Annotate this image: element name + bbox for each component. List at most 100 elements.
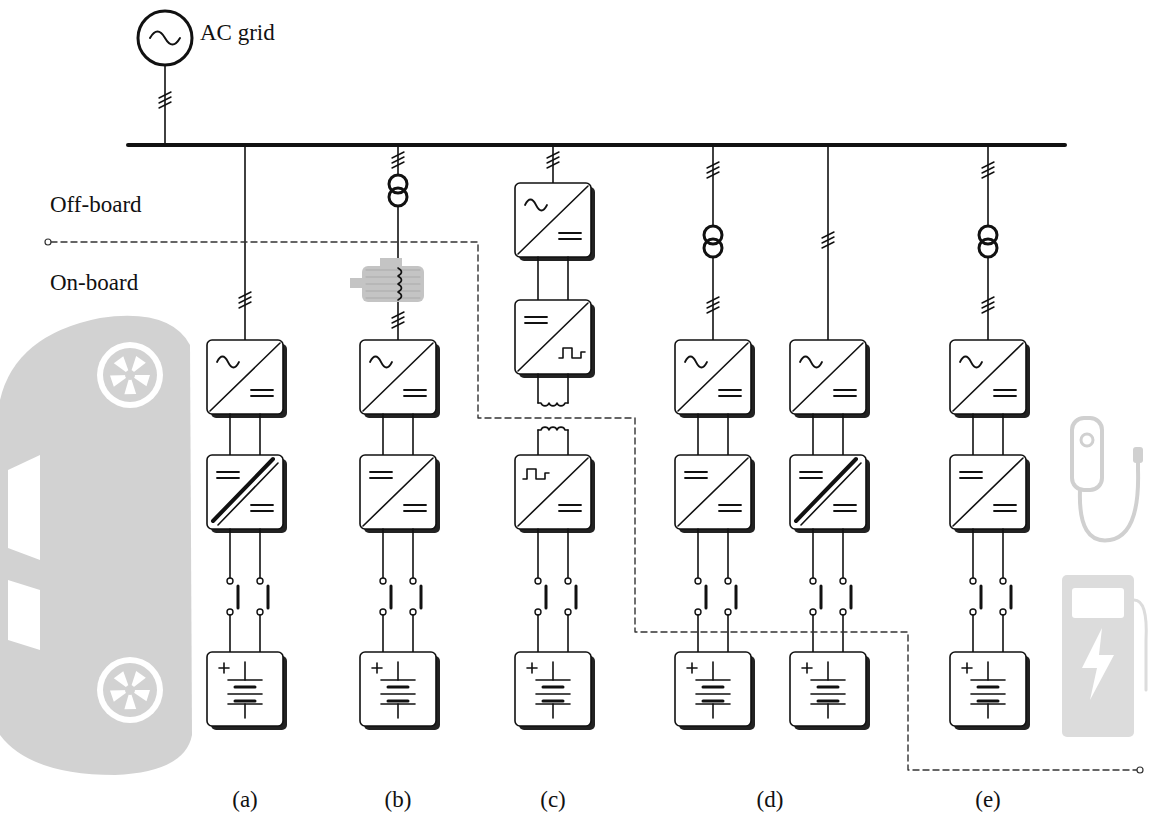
dc-symbol	[994, 389, 1016, 391]
car-wheel	[97, 342, 163, 408]
battery-symbol	[244, 704, 246, 718]
boundary-line	[51, 242, 1137, 770]
wire	[259, 615, 261, 652]
wire	[210, 343, 280, 411]
battery-symbol	[811, 679, 845, 681]
cable-ticks	[547, 152, 559, 158]
cable-ticks	[707, 307, 719, 313]
cable-ticks	[239, 297, 251, 303]
motor-fin	[366, 277, 420, 278]
wire	[972, 529, 974, 578]
wire	[382, 529, 384, 578]
wire	[1002, 529, 1004, 578]
cable-ticks	[982, 297, 994, 303]
dc-symbol	[994, 395, 1016, 397]
dc-symbol	[559, 232, 581, 234]
cable-ticks	[822, 232, 834, 238]
wire	[712, 145, 714, 226]
wire	[412, 615, 414, 652]
motor-symbol	[362, 266, 424, 302]
switch-contact	[257, 609, 263, 615]
coupling-coil	[538, 427, 568, 430]
switch-blade	[820, 586, 823, 608]
car-window	[8, 455, 40, 560]
lightning-bolt	[1082, 628, 1114, 700]
battery-symbol	[703, 686, 723, 689]
wire	[842, 529, 844, 578]
battery-symbol	[388, 700, 408, 703]
cable-ticks	[392, 312, 404, 318]
battery-symbol	[987, 704, 989, 718]
converter-box	[207, 455, 283, 529]
wire	[537, 257, 539, 300]
wire	[678, 343, 748, 411]
ac-symbol	[685, 357, 707, 368]
battery-symbol	[971, 703, 1005, 705]
switch-contact	[970, 609, 976, 615]
battery-symbol	[381, 703, 415, 705]
battery-box	[515, 652, 591, 726]
dc-symbol	[719, 395, 741, 397]
wire	[567, 529, 569, 578]
wire	[793, 343, 863, 411]
wire	[363, 458, 433, 526]
switch-blade	[267, 586, 270, 608]
wire	[812, 529, 814, 578]
wire	[953, 343, 1023, 411]
cable-ticks	[392, 152, 404, 158]
switch-blade	[420, 586, 423, 608]
converter-box	[207, 340, 283, 414]
switch-contact	[840, 609, 846, 615]
coupling-coil	[538, 403, 568, 406]
cable-ticks	[392, 322, 404, 328]
plus-sign	[531, 663, 533, 673]
battery-box	[675, 652, 751, 726]
node-label: AC grid	[200, 20, 279, 45]
converter-box	[950, 455, 1026, 529]
wire	[1002, 414, 1004, 455]
wire	[537, 615, 539, 652]
battery-symbol	[552, 662, 554, 680]
battery-symbol	[971, 679, 1005, 681]
cable-ticks	[982, 167, 994, 173]
battery-symbol	[696, 679, 730, 681]
cable-ticks	[159, 92, 171, 98]
dc-symbol	[834, 504, 856, 506]
wallbox-icon	[1072, 418, 1102, 490]
car-wheel	[97, 657, 163, 723]
switch-contact	[257, 578, 263, 584]
dc-symbol	[685, 477, 707, 479]
ac-symbol	[217, 357, 239, 368]
cable-ticks	[982, 302, 994, 308]
motor-fin	[366, 291, 420, 292]
wire	[218, 463, 278, 525]
charging-plug	[1133, 447, 1143, 463]
wire	[712, 257, 714, 340]
charging-cable	[1080, 455, 1138, 540]
wire	[987, 257, 989, 340]
switch-blade	[1010, 586, 1013, 608]
wire	[363, 343, 433, 411]
switch-blade	[705, 586, 708, 608]
switch-contact	[227, 578, 233, 584]
wire	[953, 458, 1023, 526]
dc-symbol	[800, 477, 822, 479]
converter-box	[360, 455, 436, 529]
ac-symbol	[370, 357, 392, 368]
wire	[567, 430, 569, 455]
panel-label: (d)	[757, 787, 784, 812]
dc-symbol	[834, 395, 856, 397]
dc-symbol	[251, 510, 273, 512]
wire	[812, 414, 814, 455]
battery-box	[207, 652, 283, 726]
wire	[537, 430, 539, 455]
wire	[727, 615, 729, 652]
car-silhouette	[0, 316, 192, 775]
battery-symbol	[244, 662, 246, 680]
motor-fin	[366, 298, 420, 299]
battery-symbol	[818, 686, 838, 689]
wire	[1002, 615, 1004, 652]
battery-symbol	[696, 693, 730, 695]
wire	[987, 145, 989, 226]
dc-symbol	[559, 238, 581, 240]
